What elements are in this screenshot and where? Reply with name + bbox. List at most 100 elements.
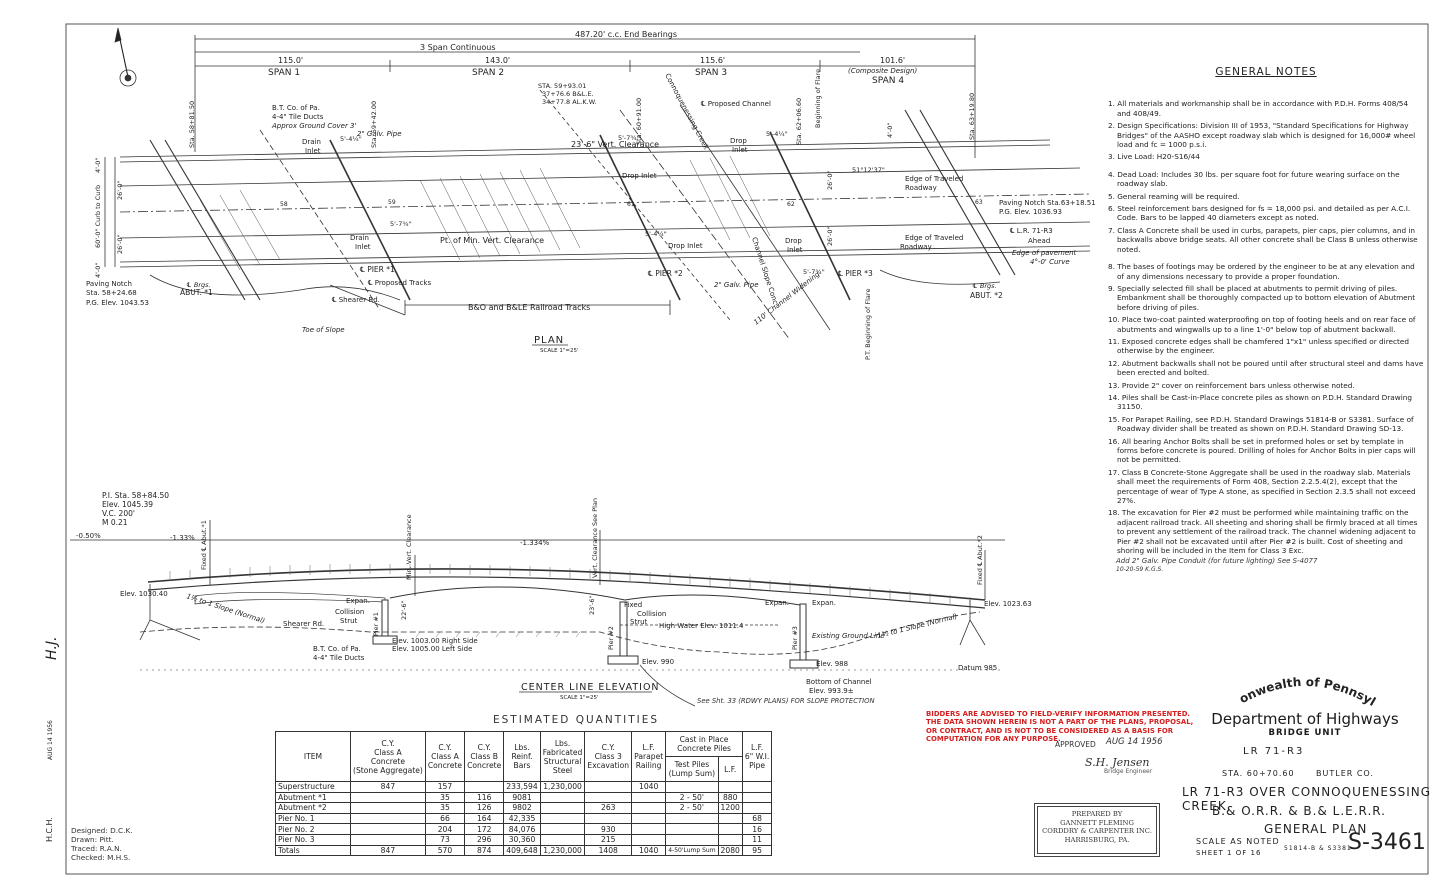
paving-notch-right-elev: P.G. Elev. 1036.93 xyxy=(999,208,1062,216)
bottom-channel-elev: Elev. 993.9± xyxy=(809,687,854,695)
quantities-title: ESTIMATED QUANTITIES xyxy=(493,714,660,726)
title-block: Commonwealth of Pennsylvania Department … xyxy=(1180,660,1430,738)
expan-1: Expan. xyxy=(346,597,370,605)
galv-pipe-label-1: 2" Galv. Pipe xyxy=(357,130,402,138)
scale-label: SCALE AS NOTED xyxy=(1196,837,1280,846)
elevation-title: CENTER LINE ELEVATION xyxy=(521,682,660,693)
expan-2: Expan. xyxy=(765,599,789,607)
paving-notch-left-elev: P.G. Elev. 1043.53 xyxy=(86,299,149,307)
min-vert-clear-elev: Min. Vert. Clearance xyxy=(405,514,413,580)
paving-notch-right: Paving Notch Sta.63+18.51 xyxy=(999,199,1096,207)
skew-dim-5: 5'-4¼" xyxy=(766,130,788,138)
general-notes: GENERAL NOTES 1. All materials and workm… xyxy=(1108,67,1424,558)
beginning-flare-label-2: P.T. Beginning of Flare xyxy=(864,289,872,360)
elev-dim-226: 22'-6" xyxy=(400,600,408,620)
bridge-unit: BRIDGE UNIT xyxy=(1268,728,1342,738)
margin-mark: H.J. xyxy=(44,636,60,660)
header-item: ITEM xyxy=(275,731,351,782)
curve-label: 4°-0' Curve xyxy=(1030,258,1070,266)
edge-pavement-label: Edge of pavement xyxy=(1012,249,1077,257)
drop-inlet-4: Drop xyxy=(785,237,802,245)
tile-ducts-label-3: Approx Ground Cover 3' xyxy=(271,122,357,130)
note-item: 2. Design Specifications: Division III o… xyxy=(1108,121,1416,150)
span2-length: 143.0' xyxy=(485,56,510,65)
traced-by: Traced: R.A.N. xyxy=(71,844,122,853)
skew-dim-1: 5'-4¼" xyxy=(340,135,362,143)
approved-date: AUG 14 1956 xyxy=(1106,737,1163,747)
std-drawings-label: 51814-B & S3381 xyxy=(1284,845,1352,852)
header-reinf: Lbs.Reinf.Bars xyxy=(503,731,541,782)
pi-station: P.I. Sta. 58+84.50 xyxy=(102,491,169,500)
pier2-elev: Pier #2 xyxy=(607,626,615,650)
note-item: 17. Class B Concrete-Stone Aggregate sha… xyxy=(1108,467,1416,506)
plan-dim-5: 4'-0" xyxy=(94,263,102,278)
note-item: 13. Provide 2" cover on reinforcement ba… xyxy=(1108,380,1355,390)
elev-right: Elev. 1023.63 xyxy=(984,600,1032,608)
margin-initials: H.C.H. xyxy=(45,817,54,842)
elev-990: Elev. 990 xyxy=(642,658,674,666)
span1-length: 115.0' xyxy=(278,56,303,65)
collision-strut-2b: Strut xyxy=(630,618,648,626)
end-bearings-dim: 487.20' c.c. End Bearings xyxy=(575,30,677,39)
plan-dim-r1: 4'-0" xyxy=(886,123,894,138)
edge-traveled-1b: Roadway xyxy=(905,184,937,192)
drop-inlet-2: Drop Inlet xyxy=(622,172,657,180)
bearings-label-2: ℄ Brgs. xyxy=(972,282,997,290)
span3-length: 115.6' xyxy=(700,56,725,65)
drawn-by: Drawn: Pitt. xyxy=(71,835,114,844)
collision-strut-2: Collision xyxy=(637,610,666,618)
margin-stamp: AUG 14 1956 xyxy=(47,720,54,760)
existing-ground-label: Existing Ground Line xyxy=(812,632,885,640)
drop-inlet-4b: Inlet xyxy=(787,246,803,254)
elev-dim-235: 23'-6" xyxy=(588,595,596,615)
span3-label: SPAN 3 xyxy=(695,68,727,78)
prepared-by-stamp: PREPARED BY GANNETT FLEMING CORDDRY & CA… xyxy=(1034,803,1160,857)
sheet-border xyxy=(65,23,1429,875)
slope-protection-note: See Sht. 33 (RDWY PLANS) FOR SLOPE PROTE… xyxy=(697,697,875,705)
prepared-line-3: CORDDRY & CARPENTER INC. xyxy=(1042,827,1152,836)
shearer-rd-elev: Shearer Rd. xyxy=(283,620,324,628)
signature-title: Bridge Engineer xyxy=(1104,768,1153,775)
toe-slope-label: Toe of Slope xyxy=(302,326,345,334)
drain-inlet-2b: Inlet xyxy=(355,243,371,251)
station-4: Sta. 62+06.60 xyxy=(795,98,803,145)
beginning-flare-label: Beginning of Flare xyxy=(814,69,822,128)
disclaimer-text: BIDDERS ARE ADVISED TO FIELD-VERIFY INFO… xyxy=(926,710,1194,744)
note-item: 16. All bearing Anchor Bolts shall be se… xyxy=(1108,436,1416,465)
header-pipe: L.F.6" W.I.Pipe xyxy=(741,731,773,782)
plan-station-62: 62 xyxy=(787,201,795,208)
min-vert-clearance-label: Pt. of Min. Vert. Clearance xyxy=(440,236,544,245)
county-label: BUTLER CO. xyxy=(1316,769,1374,778)
bottom-channel: Bottom of Channel xyxy=(806,678,872,686)
note-item: 15. For Parapet Railing, see P.D.H. Stan… xyxy=(1108,414,1414,434)
paving-notch-left-sta: Sta. 58+24.68 xyxy=(86,289,137,297)
route-label: LR 71-R3 xyxy=(1243,746,1305,757)
station-2: Sta. 59+42.00 xyxy=(370,101,378,148)
prepared-line-4: HARRISBURG, PA. xyxy=(1064,835,1130,844)
note-item: 12. Abutment backwalls shall not be pour… xyxy=(1108,358,1424,378)
bearings-label-1: ℄ Brgs. xyxy=(186,281,211,289)
pier3-elev: Pier #3 xyxy=(791,626,799,650)
span4-length: 101.6' xyxy=(880,56,905,65)
edge-traveled-2b: Roadway xyxy=(900,243,932,251)
edge-traveled-2: Edge of Traveled xyxy=(905,234,963,242)
sheet-label: SHEET 1 OF 16 xyxy=(1196,849,1262,857)
station-1: Sta. 58+81.50 xyxy=(188,101,196,148)
vert-clear-see-plan: Vert. Clearance See Plan xyxy=(591,498,599,578)
title-line-2: B.& O.R.R. & B.& L.E.R.R. xyxy=(1212,804,1386,818)
drop-inlet-3: Drop Inlet xyxy=(668,242,703,250)
header-piles-lf: L.F. xyxy=(717,756,743,782)
fixed-1: Fixed xyxy=(624,601,642,609)
plan-dim-3: 60'-0" Curb to Curb xyxy=(94,185,102,248)
note-item: 1. All materials and workmanship shall b… xyxy=(1108,99,1409,118)
paving-notch-left: Paving Notch xyxy=(86,280,132,288)
field-note: Add 2" Galv. Pipe Conduit (for future li… xyxy=(1116,557,1317,573)
prepared-line-2: GANNETT FLEMING xyxy=(1060,818,1134,827)
designed-by: Designed: D.C.K. xyxy=(71,826,133,835)
note-item: 7. Class A Concrete shall be used in cur… xyxy=(1108,225,1418,254)
